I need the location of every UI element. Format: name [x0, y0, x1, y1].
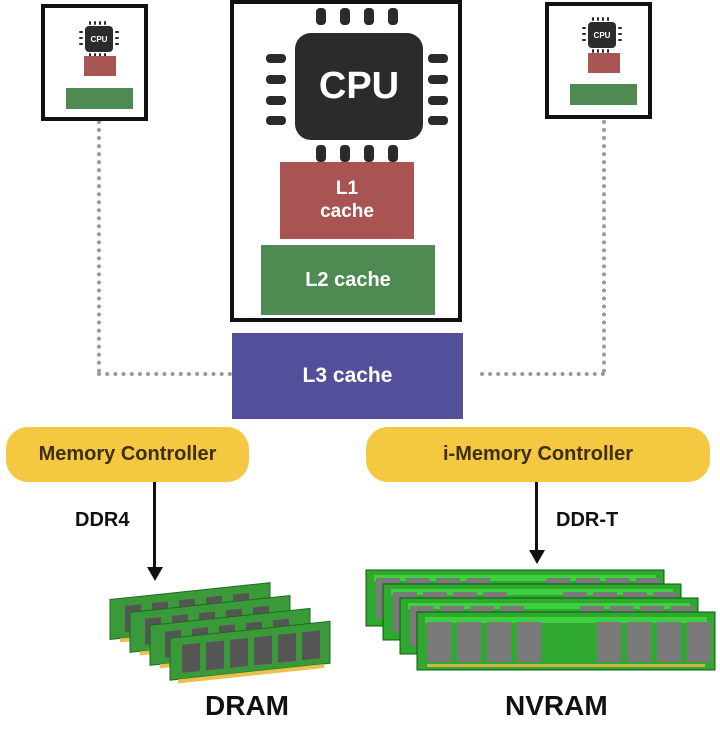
l3-cache: L3 cache	[232, 333, 463, 419]
right-core-chip-label: CPU	[588, 22, 616, 48]
right-core-l2-block	[570, 84, 637, 105]
center-core-chip-icon: CPU	[262, 8, 448, 162]
ddr4-bus-label: DDR4	[75, 509, 130, 531]
ddr4-arrow-line	[153, 482, 156, 568]
dram-modules-icon	[109, 582, 331, 684]
left-core-chip-icon: CPU	[79, 21, 119, 57]
i-memory-controller-label: i-Memory Controller	[442, 443, 634, 465]
ddr-t-bus-label: DDR-T	[556, 509, 619, 531]
nvram-modules-icon	[365, 569, 716, 671]
i-memory-controller: i-Memory Controller	[366, 427, 710, 482]
left-core: CPU	[41, 4, 148, 121]
center-core-chip-label: CPU	[295, 33, 423, 140]
right-core-connector-vertical	[602, 120, 606, 373]
center-core: CPU L1 cache L2 cache	[230, 0, 462, 322]
l1-cache-label-line2: cache	[320, 200, 374, 222]
left-core-l2-block	[66, 88, 133, 109]
ddr4-arrow-head	[147, 567, 163, 581]
dram-label: DRAM	[205, 690, 289, 721]
center-core-l2-cache: L2 cache	[261, 245, 435, 315]
l1-cache-label-line1: L1	[335, 177, 359, 199]
right-core: CPU	[545, 2, 652, 119]
memory-controller-label: Memory Controller	[38, 443, 217, 465]
ddr-t-arrow-line	[535, 482, 538, 552]
right-core-connector-horizontal	[480, 372, 605, 376]
ddr-t-arrow-head	[529, 550, 545, 564]
left-core-connector-horizontal	[97, 372, 232, 376]
nvram-label: NVRAM	[505, 690, 608, 721]
right-core-l1-block	[588, 53, 620, 73]
memory-controller: Memory Controller	[6, 427, 249, 482]
center-core-l1-cache: L1 cache	[280, 162, 414, 239]
l2-cache-label: L2 cache	[305, 268, 391, 291]
left-core-chip-label: CPU	[85, 26, 113, 52]
l3-cache-label: L3 cache	[302, 364, 393, 387]
left-core-l1-block	[84, 56, 116, 76]
left-core-connector-vertical	[97, 120, 101, 373]
right-core-chip-icon: CPU	[582, 17, 622, 53]
